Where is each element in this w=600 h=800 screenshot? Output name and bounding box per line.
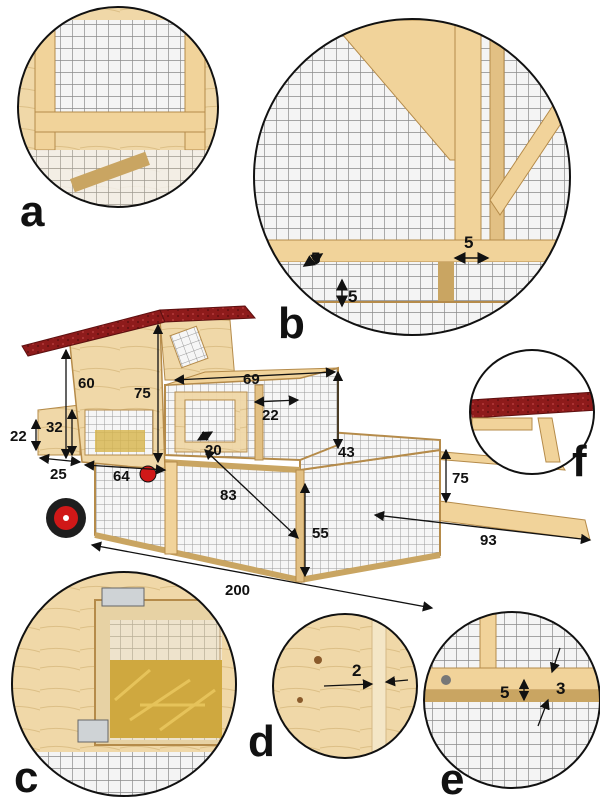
dim-mesh-offset-2: 5 xyxy=(464,233,473,252)
dim-nest-side: 22 xyxy=(10,428,27,445)
detail-f: f xyxy=(469,349,595,486)
detail-d: 2 d xyxy=(248,613,418,766)
detail-a: a xyxy=(17,6,219,236)
dim-batten-depth: 3 xyxy=(556,679,565,698)
coop-main-view: 60 75 32 22 25 64 69 22 20 43 83 55 200 … xyxy=(10,305,592,612)
dim-roof-height: 60 xyxy=(78,375,95,392)
dim-nest-height: 32 xyxy=(46,419,63,436)
dim-upper-run-length: 69 xyxy=(243,371,260,388)
dim-body-length: 64 xyxy=(113,468,130,485)
detail-label-b: b xyxy=(278,299,305,348)
detail-label-e: e xyxy=(440,755,464,800)
dim-mesh-offset-1: 5 xyxy=(311,249,320,268)
dim-upper-run-height: 43 xyxy=(338,444,355,461)
detail-label-a: a xyxy=(20,187,45,236)
detail-b: 5 5 5 b xyxy=(253,18,571,348)
detail-label-f: f xyxy=(572,437,587,486)
dim-slat-thickness: 2 xyxy=(352,661,361,680)
detail-label-c: c xyxy=(14,753,38,800)
dim-mesh-offset-3: 5 xyxy=(348,287,357,306)
dim-nest-depth: 25 xyxy=(50,466,67,483)
dim-diagonal: 83 xyxy=(220,487,237,504)
dim-handle-height: 75 xyxy=(452,470,469,487)
detail-c: c xyxy=(11,571,237,800)
detail-label-d: d xyxy=(248,717,275,766)
dim-upper-run-gap: 22 xyxy=(262,407,279,424)
dim-handle-length: 93 xyxy=(480,532,497,549)
dim-batten-height: 5 xyxy=(500,683,509,702)
roof-right xyxy=(159,305,257,323)
dim-roof-height-tall: 75 xyxy=(134,385,151,402)
detail-e: 5 3 e xyxy=(423,611,600,800)
dim-door-width: 20 xyxy=(205,442,222,459)
dim-lower-height: 55 xyxy=(312,525,329,542)
dim-total-length: 200 xyxy=(225,582,250,599)
